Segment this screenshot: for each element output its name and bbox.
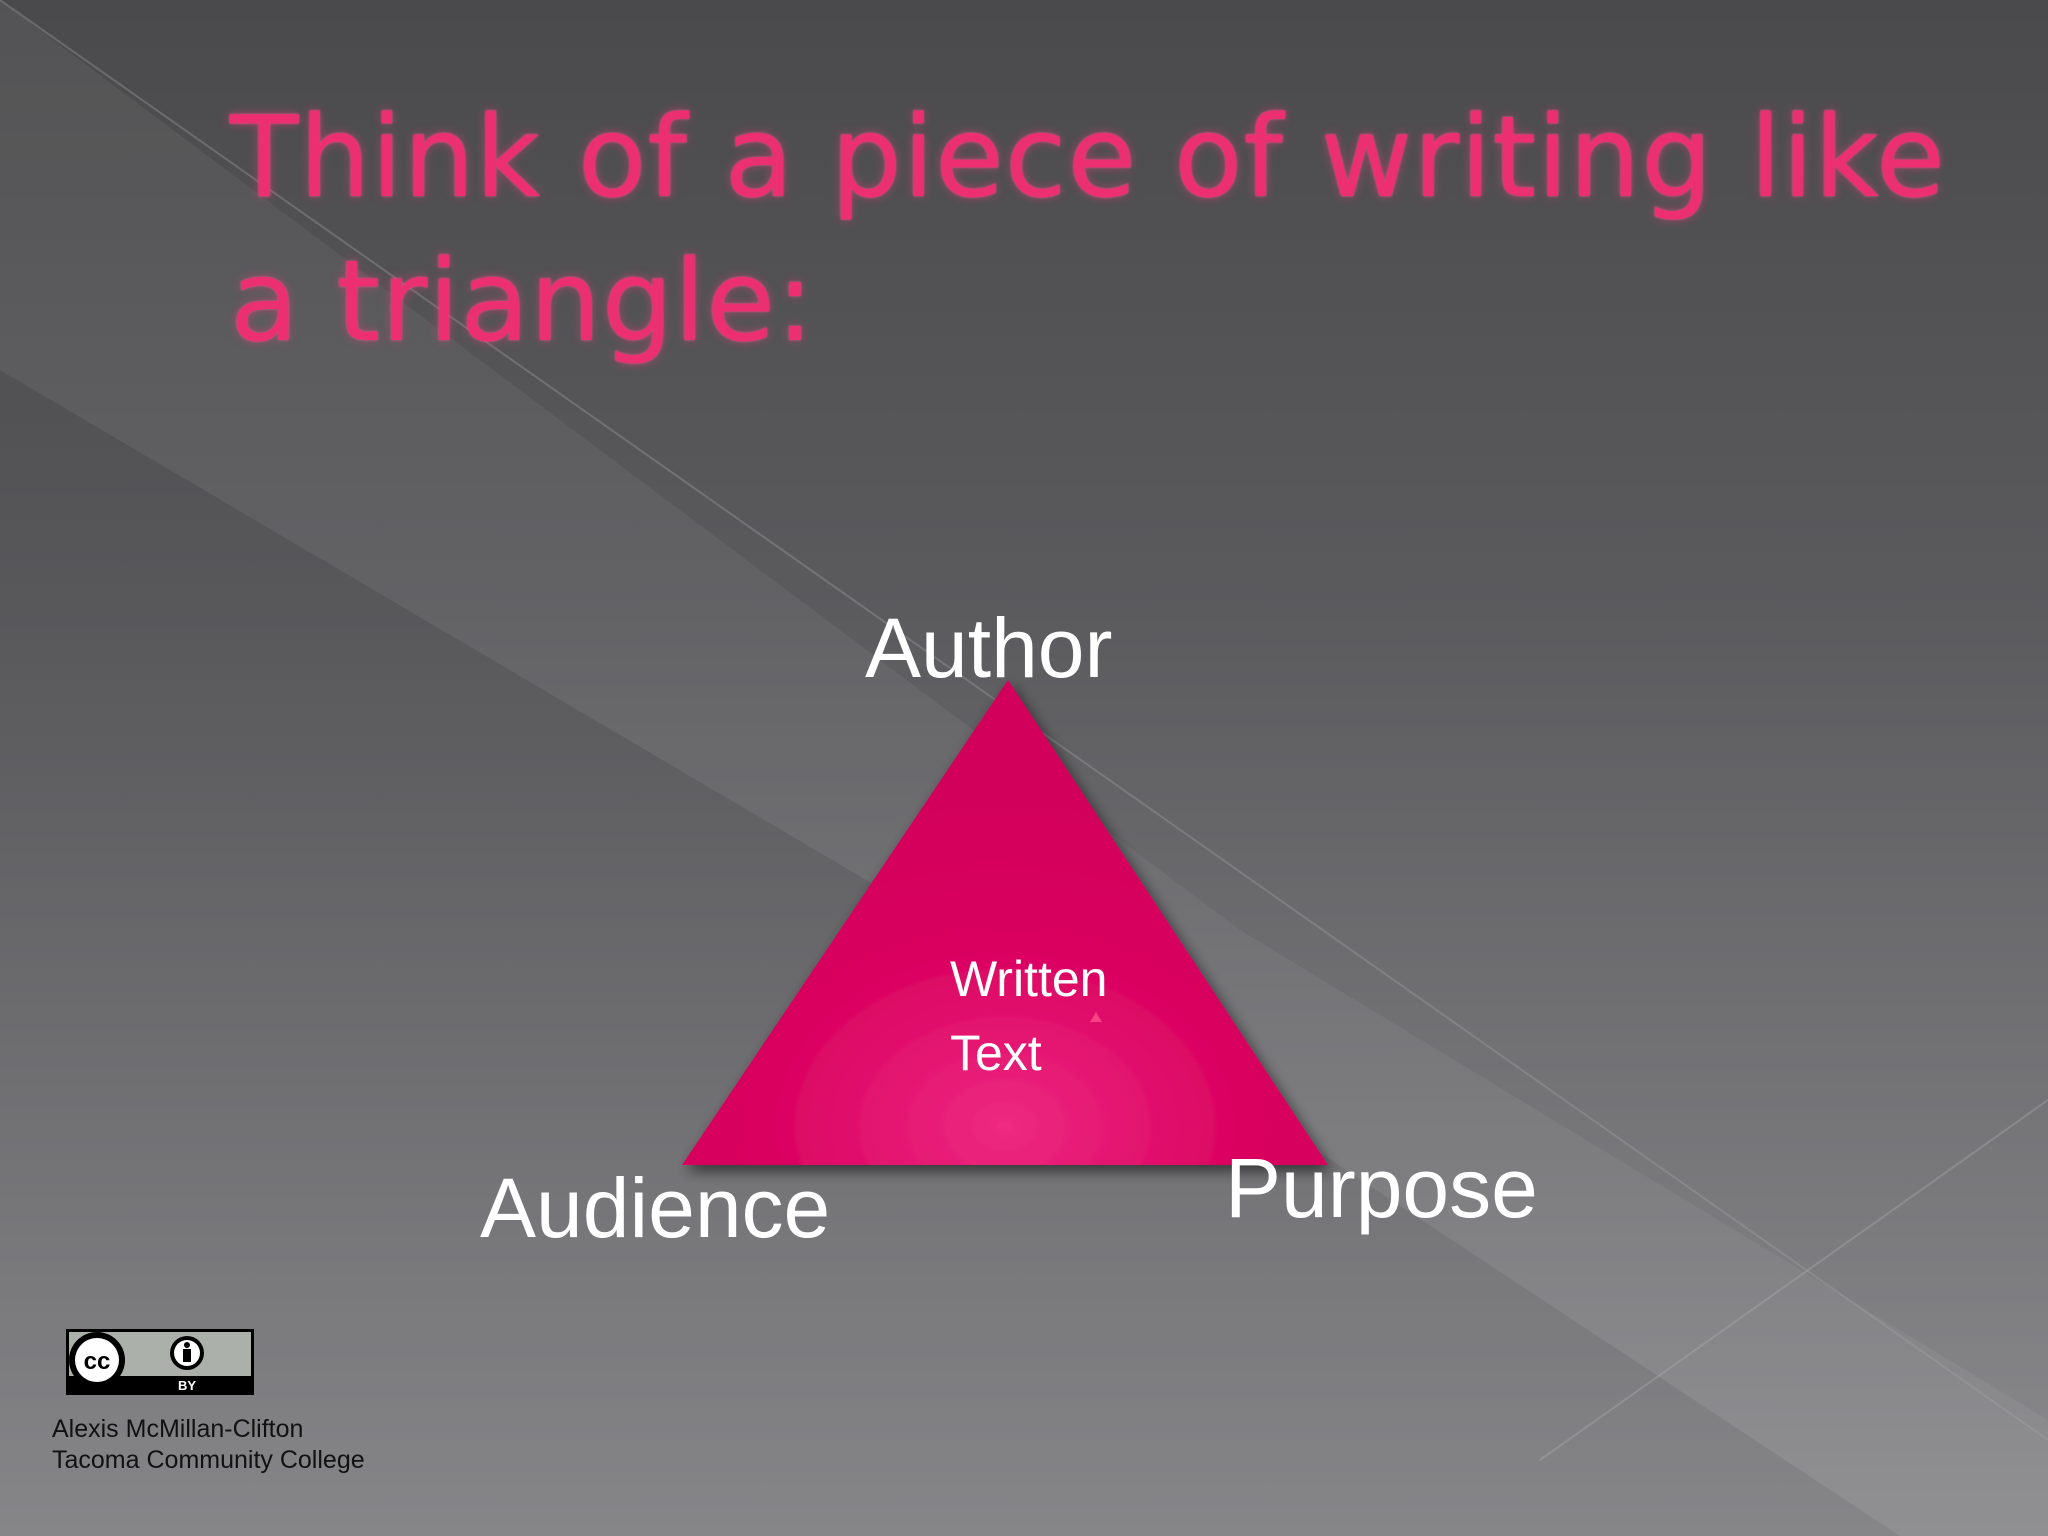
credits: Alexis McMillan-Clifton Tacoma Community…	[52, 1414, 365, 1476]
cc-badge-text: cc	[84, 1348, 111, 1375]
written-text-line-2: Text	[950, 1025, 1042, 1081]
audience-label: Audience	[480, 1161, 831, 1255]
by-badge-text: BY	[178, 1378, 196, 1393]
written-text-line-1: Written	[950, 951, 1108, 1007]
small-triangle-marker	[1090, 1012, 1102, 1022]
written-text-label: Written Text	[950, 942, 1107, 1090]
purpose-label: Purpose	[1225, 1141, 1538, 1235]
credit-institution: Tacoma Community College	[52, 1446, 365, 1474]
credit-author: Alexis McMillan-Clifton	[52, 1415, 304, 1443]
creative-commons-by-icon: cc BY	[66, 1329, 254, 1395]
author-label: Author	[865, 601, 1113, 695]
triangle-shape	[682, 680, 1328, 1165]
slide-title: Think of a piece of writing like a trian…	[230, 93, 1946, 367]
